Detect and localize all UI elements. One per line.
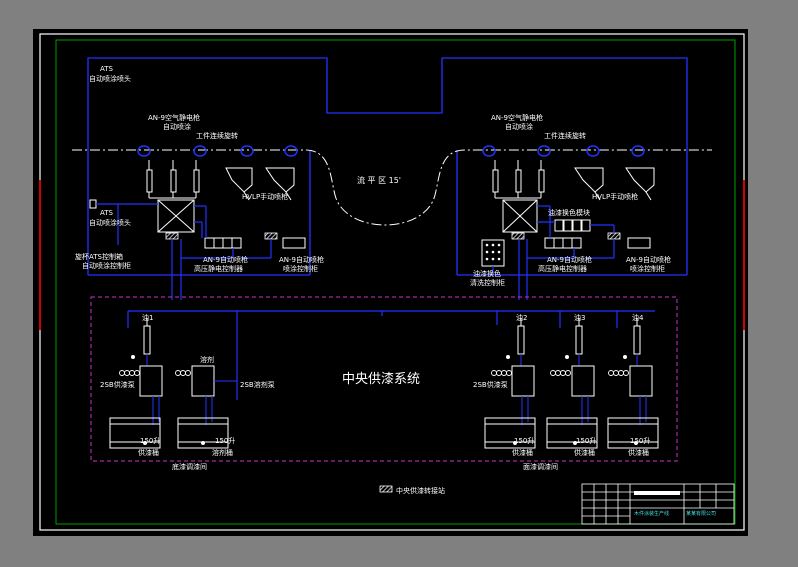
- central-supply-zone: [90, 296, 678, 462]
- color-change-cabinet-dots: [485, 243, 501, 261]
- drawing-sheet: [33, 29, 748, 536]
- an9-air-right-label-2: 自动喷涂: [505, 122, 533, 131]
- unit-4-top-label: 油3: [574, 313, 585, 322]
- unit-2-pump-label: 2SB溶剂泵: [240, 380, 275, 389]
- title-block-company: 某某有限公司: [686, 510, 716, 517]
- booth-outline: [87, 57, 688, 276]
- an9-spray-right-label-2: 喷涂控制柜: [630, 264, 665, 273]
- unit-5-tank-volume: 150升: [630, 436, 650, 445]
- rotate-left-label: 工件连续旋转: [196, 131, 238, 140]
- unit-1-pump-label: 2SB供漆泵: [100, 380, 135, 389]
- ats-head-lower-label-1: ATS: [100, 209, 114, 217]
- unit-4-tank-label: 供漆桶: [574, 448, 595, 457]
- ats-head-label-1: ATS: [100, 65, 114, 73]
- pump-coils: [119, 370, 629, 376]
- spray-gun-markers: [137, 145, 645, 157]
- an9-air-right-label-1: AN-9空气静电枪: [491, 113, 543, 122]
- central-supply-title: 中央供漆系统: [342, 371, 420, 387]
- an9-air-left-label-2: 自动喷涂: [163, 122, 191, 131]
- topcoat-room-label: 面漆调漆间: [523, 462, 558, 471]
- supply-unit-4: [546, 318, 598, 449]
- rotary-ctrl-label-2: 自动喷涂控制柜: [82, 261, 131, 270]
- auto-gun-cluster-right: [492, 160, 545, 199]
- pressure-gauges: [131, 355, 638, 445]
- unit-3-top-label: 油2: [516, 313, 527, 322]
- supply-unit-1: [109, 318, 163, 449]
- flow-zone-label: 流 平 区 15': [357, 175, 401, 185]
- legend-transfer-station-label: 中央供漆转接站: [396, 486, 445, 495]
- unit-3-pump-label: 2SB供漆泵: [473, 380, 508, 389]
- unit-1-tank-volume: 150升: [140, 436, 160, 445]
- title-block-drawing-name: 木件涂装生产线: [634, 510, 669, 517]
- conveyor-line: [72, 149, 712, 226]
- an9-air-left-label-1: AN-9空气静电枪: [148, 113, 200, 122]
- inner-frame: [55, 39, 736, 525]
- primer-room-label: 底漆调漆间: [172, 462, 207, 471]
- color-valve-label: 油漆换色模块: [548, 208, 590, 217]
- supply-unit-3: [484, 318, 536, 449]
- title-block: [581, 483, 735, 525]
- pipe-connections: [96, 203, 615, 300]
- auto-gun-cluster-left: [146, 160, 200, 199]
- an9-hv-left-label-2: 高压静电控制器: [194, 264, 243, 273]
- rotary-ctrl-label-1: 旋杯ATS控制箱: [75, 252, 123, 261]
- unit-5-tank-label: 供漆桶: [628, 448, 649, 457]
- an9-hv-left-label-1: AN-9自动喷枪: [203, 255, 248, 264]
- supply-unit-5: [607, 318, 659, 449]
- unit-1-tank-label: 供漆桶: [138, 448, 159, 457]
- supply-header-pipes: [127, 310, 655, 400]
- ats-head-label-2: 自动喷涂喷头: [89, 74, 131, 83]
- an9-spray-right-label-1: AN-9自动喷枪: [626, 255, 671, 264]
- rotate-right-label: 工件连续旋转: [544, 131, 586, 140]
- an9-hv-right-label-1: AN-9自动喷枪: [547, 255, 592, 264]
- an9-spray-left-label-2: 喷涂控制柜: [283, 264, 318, 273]
- ats-head-lower-label-2: 自动喷涂喷头: [89, 218, 131, 227]
- unit-4-tank-volume: 150升: [576, 436, 596, 445]
- hvlp-left-label: HVLP手动喷枪: [242, 192, 288, 201]
- unit-2-top-label: 溶剂: [200, 355, 214, 364]
- unit-2-tank-label: 溶剂桶: [212, 448, 233, 457]
- unit-5-top-label: 油4: [632, 313, 644, 322]
- unit-2-tank-volume: 150升: [215, 436, 235, 445]
- unit-3-tank-label: 供漆桶: [512, 448, 533, 457]
- color-clean-label-2: 清洗控制柜: [470, 278, 505, 287]
- hvlp-manual-guns: [225, 167, 655, 201]
- an9-spray-left-label-1: AN-9自动喷枪: [279, 255, 324, 264]
- hvlp-right-label: HVLP手动喷枪: [592, 192, 638, 201]
- unit-3-tank-volume: 150升: [514, 436, 534, 445]
- color-clean-label-1: 油漆换色: [473, 269, 501, 278]
- title-block-logo-bar: [634, 491, 680, 495]
- unit-1-top-label: 油1: [142, 313, 153, 322]
- an9-hv-right-label-2: 高压静电控制器: [538, 264, 587, 273]
